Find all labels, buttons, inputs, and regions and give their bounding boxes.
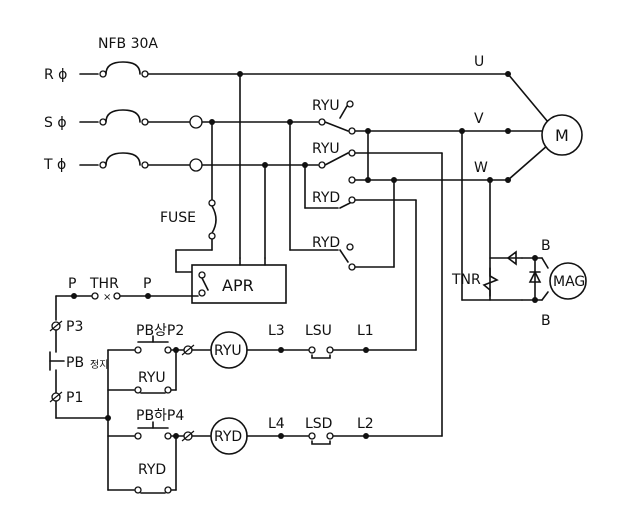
breaker-s bbox=[79, 109, 326, 129]
p1-label: P1 bbox=[66, 390, 83, 406]
phase-t-label: T ϕ bbox=[43, 157, 66, 173]
brake-coil-label: MAG bbox=[553, 274, 585, 290]
breaker-r bbox=[79, 61, 509, 78]
p-left-label: P bbox=[68, 276, 76, 292]
phase-r-label: R ϕ bbox=[44, 67, 67, 83]
l1-label: L1 bbox=[357, 323, 374, 339]
thr-label: THR bbox=[89, 276, 119, 292]
l4-label: L4 bbox=[268, 416, 285, 432]
coil-ryu-label: RYU bbox=[214, 343, 242, 359]
fuse bbox=[175, 199, 217, 273]
coil-ryd-label: RYD bbox=[214, 429, 242, 445]
contact-ryu-2-label: RYU bbox=[312, 141, 340, 157]
apr-label: APR bbox=[222, 276, 254, 295]
phase-s-label: S ϕ bbox=[44, 115, 67, 131]
terminal-v-label: V bbox=[474, 111, 484, 127]
fuse-terminal-s bbox=[189, 115, 203, 129]
tnr-label: TNR bbox=[451, 272, 481, 288]
pb-stop-label: PB bbox=[66, 355, 84, 371]
pb-down-label: PB하P4 bbox=[136, 408, 184, 424]
brake-b-top-label: B bbox=[541, 238, 551, 254]
brake-coil bbox=[549, 262, 587, 300]
diode-top bbox=[506, 250, 517, 266]
fuse-label: FUSE bbox=[160, 210, 196, 226]
contact-ryd-2-label: RYD bbox=[312, 235, 340, 251]
l2-label: L2 bbox=[357, 416, 374, 432]
terminal-u-label: U bbox=[474, 54, 484, 70]
breaker-t bbox=[79, 152, 326, 172]
lsd-label: LSD bbox=[305, 416, 332, 432]
contact-ryd-1-label: RYD bbox=[312, 190, 340, 206]
ryd-hold-label: RYD bbox=[138, 462, 166, 478]
motor-label: M bbox=[555, 126, 569, 145]
motor bbox=[541, 114, 583, 156]
pb-stop-sub-label: 정지 bbox=[90, 359, 108, 371]
fuse-terminal-t bbox=[189, 158, 203, 172]
svg-text:×: × bbox=[103, 292, 111, 303]
pb-up-label: PB상P2 bbox=[136, 323, 184, 339]
p-right-label: P bbox=[143, 276, 151, 292]
brake-b-bottom-label: B bbox=[541, 313, 551, 329]
contact-ryu-1-label: RYU bbox=[312, 98, 340, 114]
tnr-symbol bbox=[482, 267, 499, 297]
l3-label: L3 bbox=[268, 323, 285, 339]
p3-label: P3 bbox=[66, 319, 83, 335]
diode-bottom bbox=[528, 270, 542, 283]
lsu-label: LSU bbox=[305, 323, 332, 339]
ryu-hold-label: RYU bbox=[138, 370, 166, 386]
terminal-w-label: W bbox=[474, 160, 488, 176]
breaker-label: NFB 30A bbox=[98, 36, 158, 52]
apr-box bbox=[191, 264, 287, 304]
